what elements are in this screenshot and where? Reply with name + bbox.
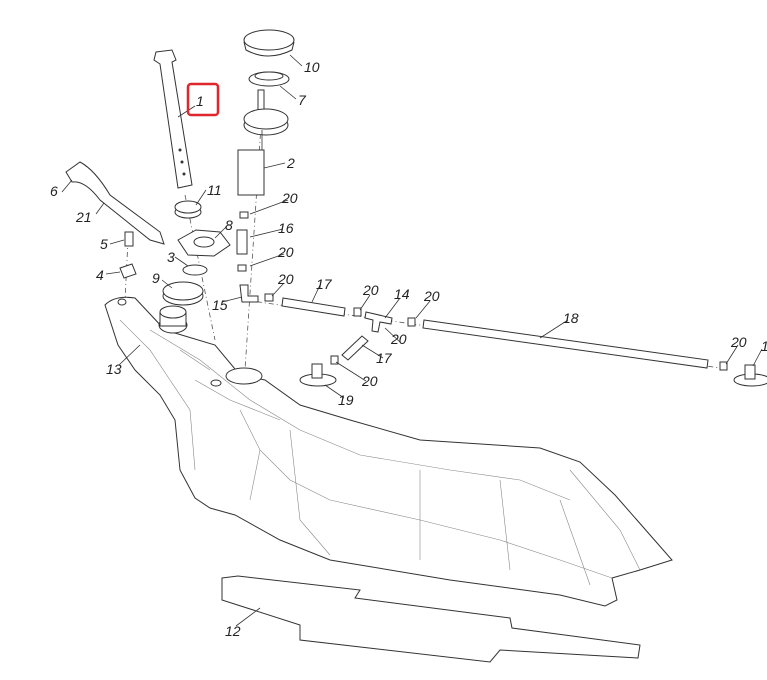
bolt <box>124 231 134 247</box>
clamp <box>330 355 339 365</box>
label-20[interactable]: 20 <box>361 373 378 389</box>
clamp <box>239 211 249 219</box>
hose-17 <box>281 297 346 317</box>
label-1b[interactable]: 1 <box>761 338 767 354</box>
label-2[interactable]: 2 <box>286 155 295 171</box>
tank-strap <box>65 161 165 245</box>
label-20[interactable]: 20 <box>390 331 407 347</box>
fuel-tank <box>104 296 673 607</box>
label-4[interactable]: 4 <box>96 267 104 283</box>
label-1[interactable]: 1 <box>196 93 204 109</box>
label-7[interactable]: 7 <box>298 92 307 108</box>
label-18[interactable]: 18 <box>563 310 579 326</box>
label-14[interactable]: 14 <box>394 286 410 302</box>
label-9[interactable]: 9 <box>152 270 160 286</box>
clamp <box>407 317 416 327</box>
highlight-box <box>186 82 220 117</box>
label-20[interactable]: 20 <box>730 334 747 350</box>
washer <box>182 264 208 276</box>
label-8[interactable]: 8 <box>225 217 233 233</box>
label-20[interactable]: 20 <box>362 282 379 298</box>
elbow-fitting <box>239 284 259 303</box>
label-16[interactable]: 16 <box>278 220 294 236</box>
label-15[interactable]: 15 <box>212 297 228 313</box>
clamp <box>353 307 362 317</box>
label-5[interactable]: 5 <box>100 236 108 252</box>
grommet <box>119 263 137 279</box>
label-19[interactable]: 19 <box>338 392 354 408</box>
label-12[interactable]: 12 <box>225 623 241 639</box>
hose-16 <box>236 229 248 255</box>
fuel-level-sender <box>153 49 193 189</box>
label-20[interactable]: 20 <box>277 271 294 287</box>
clamp <box>237 264 247 272</box>
label-6[interactable]: 6 <box>50 183 58 199</box>
label-11[interactable]: 11 <box>207 182 222 198</box>
label-13[interactable]: 13 <box>106 361 122 377</box>
clamp <box>719 361 728 371</box>
hose-17b <box>341 335 369 361</box>
hose-18 <box>422 319 709 369</box>
label-17[interactable]: 17 <box>376 350 393 366</box>
label-3[interactable]: 3 <box>167 249 175 265</box>
label-20[interactable]: 20 <box>281 190 298 206</box>
vent-valve <box>733 364 767 387</box>
vent-valve <box>299 363 337 387</box>
tee-fitting <box>364 311 393 333</box>
label-20[interactable]: 20 <box>277 244 294 260</box>
label-20[interactable]: 20 <box>423 288 440 304</box>
leader-lines <box>61 54 763 627</box>
label-10[interactable]: 10 <box>304 59 320 75</box>
tank-gasket <box>221 575 641 663</box>
label-17[interactable]: 17 <box>316 276 333 292</box>
label-21[interactable]: 21 <box>75 209 92 225</box>
fuel-pump <box>237 89 289 196</box>
clamp <box>264 293 274 302</box>
filler-cap <box>243 29 295 87</box>
